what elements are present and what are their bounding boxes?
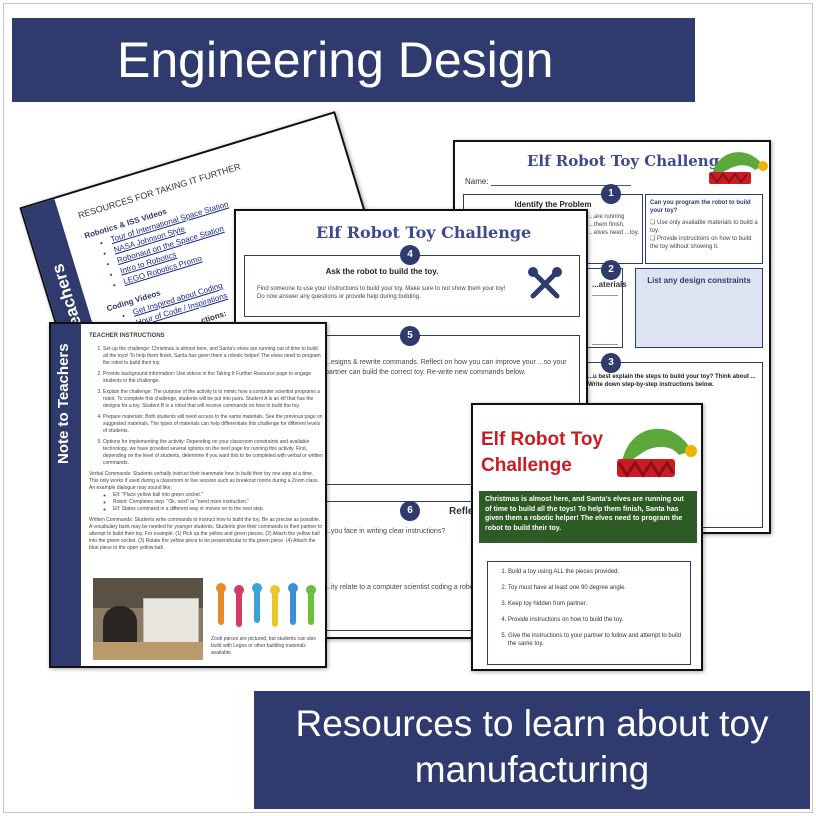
teacher-item: Prepare materials: Both students will ne…	[103, 414, 323, 435]
teacher-page: Note to Teachers TEACHER INSTRUCTIONS Se…	[49, 322, 327, 668]
zoob-caption: Zoob pieces are pictured, but students c…	[211, 636, 317, 656]
step5-badge: 5	[400, 326, 420, 346]
name-label: Name:	[465, 177, 489, 186]
elf-hat-icon	[709, 152, 768, 184]
product-frame: Note to Teachers RESOURCES FOR TAKING IT…	[3, 3, 813, 813]
question-title: Can you program the robot to build your …	[650, 200, 751, 214]
step6-q2: ...ity relate to a computer scientist co…	[325, 584, 480, 591]
cover-page: Elf Robot Toy Challenge Christmas is alm…	[471, 403, 703, 671]
constraints-box: List any design constraints	[635, 268, 763, 348]
teacher-sidebar: Note to Teachers	[51, 324, 81, 666]
materials-label: ...aterials	[592, 280, 627, 289]
cover-title-line2: Challenge	[481, 455, 572, 476]
teacher-sidebar-label: Note to Teachers	[55, 343, 72, 464]
cover-step: Provide instructions on how to build the…	[508, 616, 684, 624]
materials-table	[592, 295, 618, 345]
cover-title-line1: Elf Robot Toy	[481, 429, 604, 450]
cover-intro-band: Christmas is almost here, and Santa's el…	[479, 491, 697, 543]
verbal-line: Elf: States command in a different way o…	[113, 506, 323, 513]
step6-badge: 6	[400, 501, 420, 521]
verbal-line: Elf: "Place yellow ball into green socke…	[113, 492, 323, 499]
worksheet-right-title: Elf Robot Toy Challenge	[527, 152, 729, 170]
step1-badge: 1	[601, 184, 621, 204]
step6-title: Refle...	[449, 506, 482, 517]
question-item: ❑ Use only available materials to build …	[650, 220, 758, 234]
cover-step: Give the instructions to your partner to…	[508, 632, 684, 648]
teacher-item: Provide background information: Use vide…	[103, 371, 323, 385]
cover-intro-text: Christmas is almost here, and Santa's el…	[485, 496, 684, 532]
step3-text: ...u best explain the steps to build you…	[588, 374, 756, 388]
verbal-commands: Verbal Commands: Students verbally instr…	[89, 471, 319, 491]
cover-steps-box: Build a toy using ALL the pieces provide…	[487, 561, 691, 665]
elf-hat-icon	[617, 428, 697, 478]
step4-badge: 4	[400, 245, 420, 265]
name-line[interactable]	[491, 185, 631, 186]
teacher-item: Explain the challenge: The purpose of th…	[103, 389, 323, 410]
cover-steps-list: Build a toy using ALL the pieces provide…	[494, 568, 684, 648]
tools-icon	[528, 267, 562, 299]
step2-badge: 2	[601, 260, 621, 280]
question-item: ❑ Provide instructions on how to build t…	[650, 236, 752, 250]
step4-text: Find someone to use your instructions to…	[257, 286, 506, 300]
teacher-item: Set-up the challenge: Christmas is almos…	[103, 346, 323, 367]
cover-step: Toy must have at least one 90 degree ang…	[508, 584, 684, 592]
worksheet-mid-title: Elf Robot Toy Challenge	[316, 223, 532, 242]
question-box: Can you program the robot to build your …	[645, 194, 763, 264]
cover-step: Build a toy using ALL the pieces provide…	[508, 568, 684, 576]
cover-step: Keep toy hidden from partner.	[508, 600, 684, 608]
question-item-text: Provide instructions on how to build the…	[650, 236, 752, 250]
classroom-photo	[93, 578, 203, 660]
step4-title: Ask the robot to build the toy.	[325, 267, 439, 276]
constraints-title: List any design constraints	[647, 276, 751, 285]
teacher-instruction-list: Set-up the challenge: Christmas is almos…	[89, 346, 323, 467]
step1-title: Identify the Problem	[514, 200, 592, 209]
written-commands: Written Commands: Students write command…	[89, 517, 323, 551]
question-item-text: Use only available materials to build a …	[650, 220, 758, 234]
teacher-heading: TEACHER INSTRUCTIONS	[89, 333, 165, 339]
zoob-pieces-image	[216, 583, 316, 627]
verbal-lines: Elf: "Place yellow ball into green socke…	[89, 492, 323, 513]
title-banner: Engineering Design	[12, 18, 695, 102]
step1-text: ...are running ...them finish, ...elves …	[589, 214, 639, 236]
step3-badge: 3	[601, 353, 621, 373]
step6-q1: ...you face in writing clear instruction…	[325, 528, 446, 535]
verbal-line: Robot: Completes step. "Ok, next" or "ne…	[113, 499, 323, 506]
teacher-item: Options for implementing the activity: D…	[103, 439, 323, 467]
subtitle-banner: Resources to learn about toy manufacturi…	[254, 691, 810, 809]
step5-text: ...esigns & rewrite commands. Reflect on…	[325, 359, 567, 376]
